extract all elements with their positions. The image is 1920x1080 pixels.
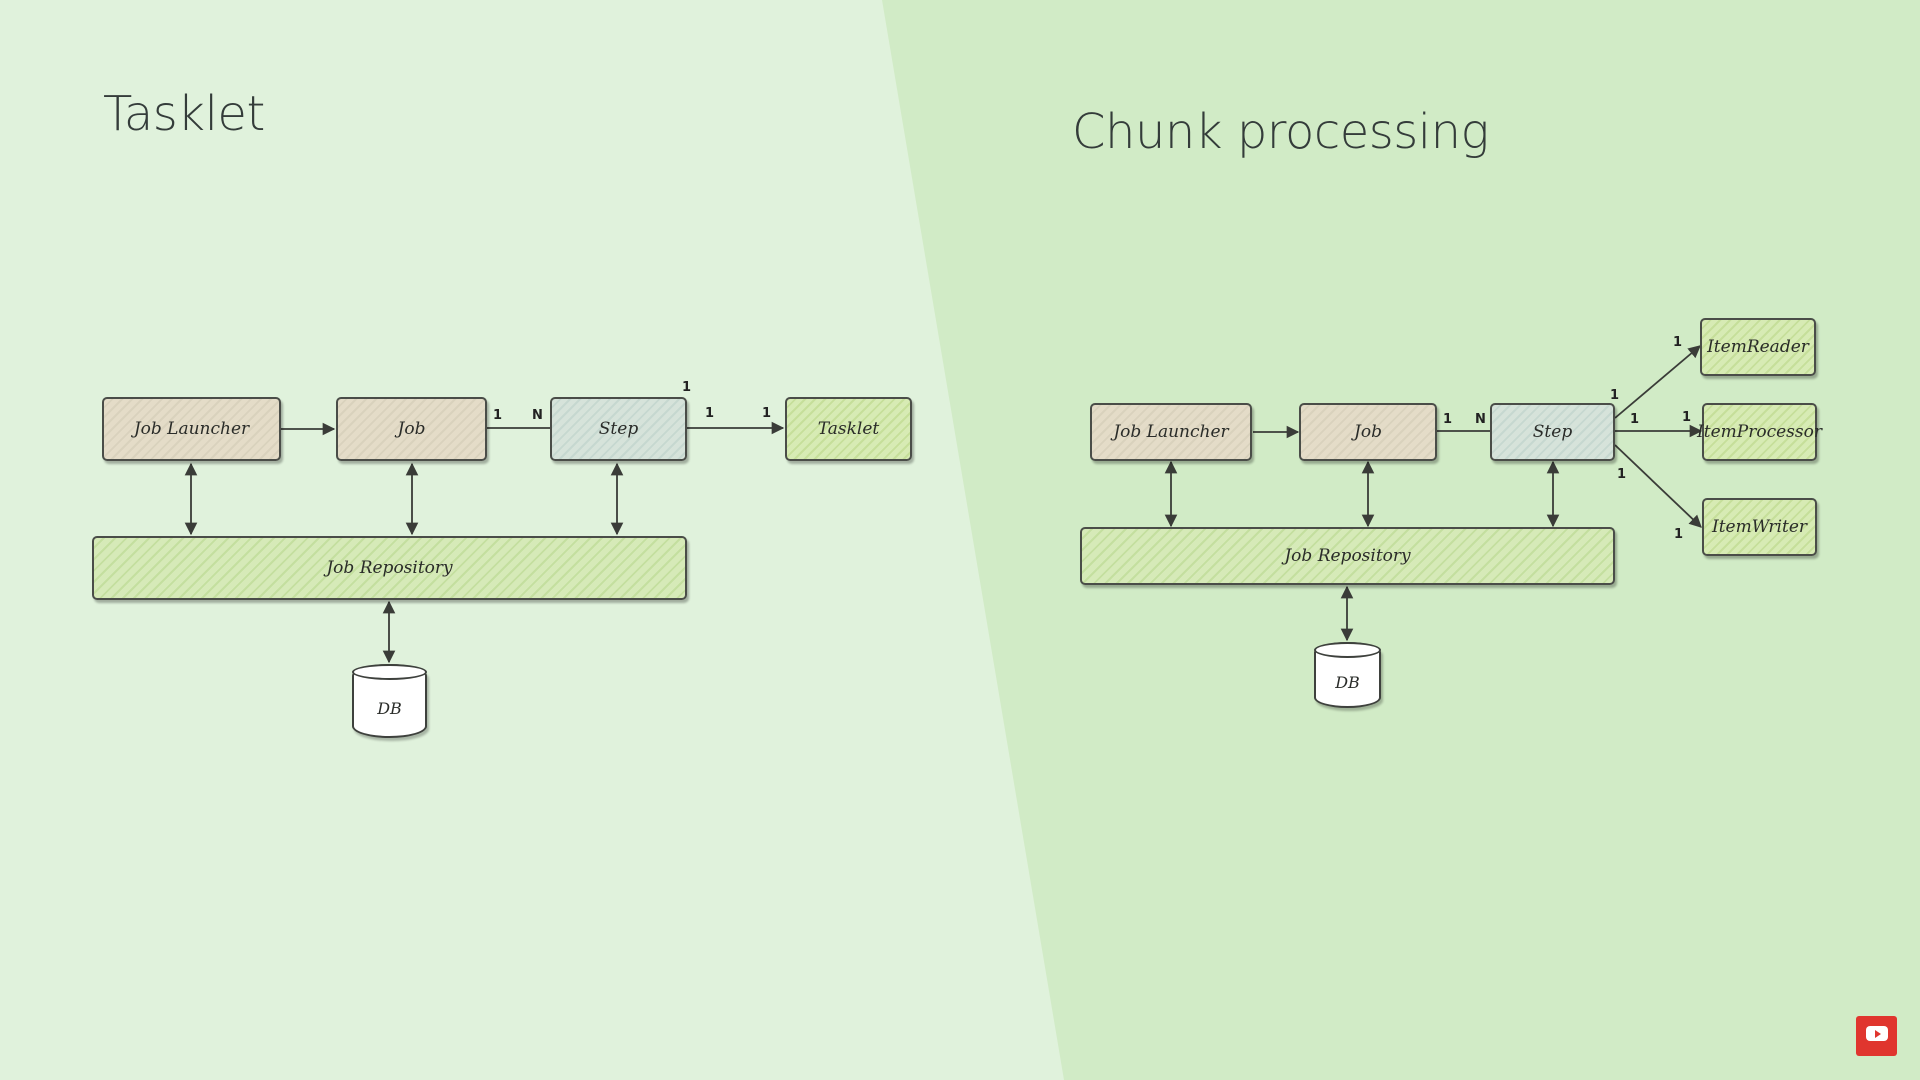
right-step-box: Step xyxy=(1490,403,1615,461)
right-step-processor-from-label: 1 xyxy=(1630,412,1640,427)
right-step-writer-from-label: 1 xyxy=(1617,467,1627,482)
right-db-label: DB xyxy=(1335,672,1360,692)
right-step-reader-to-label: 1 xyxy=(1673,335,1683,350)
right-db-cylinder: DB xyxy=(1314,642,1381,708)
right-title: Chunk processing xyxy=(1072,104,1489,160)
right-step-reader-from-label: 1 xyxy=(1610,388,1620,403)
left-tasklet-box: Tasklet xyxy=(785,397,912,461)
left-step-top-label: 1 xyxy=(682,380,692,395)
right-item-reader-box: ItemReader xyxy=(1700,318,1816,376)
left-job-repository-box: Job Repository xyxy=(92,536,687,600)
left-step-box: Step xyxy=(550,397,687,461)
right-job-box: Job xyxy=(1299,403,1437,461)
right-job-step-to-label: N xyxy=(1475,412,1486,427)
right-job-repository-box: Job Repository xyxy=(1080,527,1615,585)
left-title: Tasklet xyxy=(103,86,265,142)
youtube-subscribe-icon xyxy=(1865,1025,1888,1041)
left-job-box: Job xyxy=(336,397,487,461)
left-job-launcher-box: Job Launcher xyxy=(102,397,281,461)
right-step-writer-to-label: 1 xyxy=(1674,527,1684,542)
right-job-step-from-label: 1 xyxy=(1443,412,1453,427)
arrow-step-to-reader xyxy=(1614,345,1701,419)
right-job-launcher-box: Job Launcher xyxy=(1090,403,1252,461)
right-item-writer-box: ItemWriter xyxy=(1702,498,1817,556)
left-job-step-to-label: N xyxy=(532,408,543,423)
db-rim xyxy=(352,664,427,680)
arrow-step-to-writer xyxy=(1614,444,1702,528)
right-step-processor-to-label: 1 xyxy=(1682,410,1692,425)
right-item-processor-box: ItemProcessor xyxy=(1697,403,1822,461)
left-step-tasklet-to-label: 1 xyxy=(762,406,772,421)
left-job-step-from-label: 1 xyxy=(493,408,503,423)
left-step-tasklet-from-label: 1 xyxy=(705,406,715,421)
left-db-label: DB xyxy=(377,698,402,718)
left-db-cylinder: DB xyxy=(352,664,427,738)
youtube-subscribe-button[interactable] xyxy=(1856,1016,1897,1056)
db-rim xyxy=(1314,642,1381,658)
